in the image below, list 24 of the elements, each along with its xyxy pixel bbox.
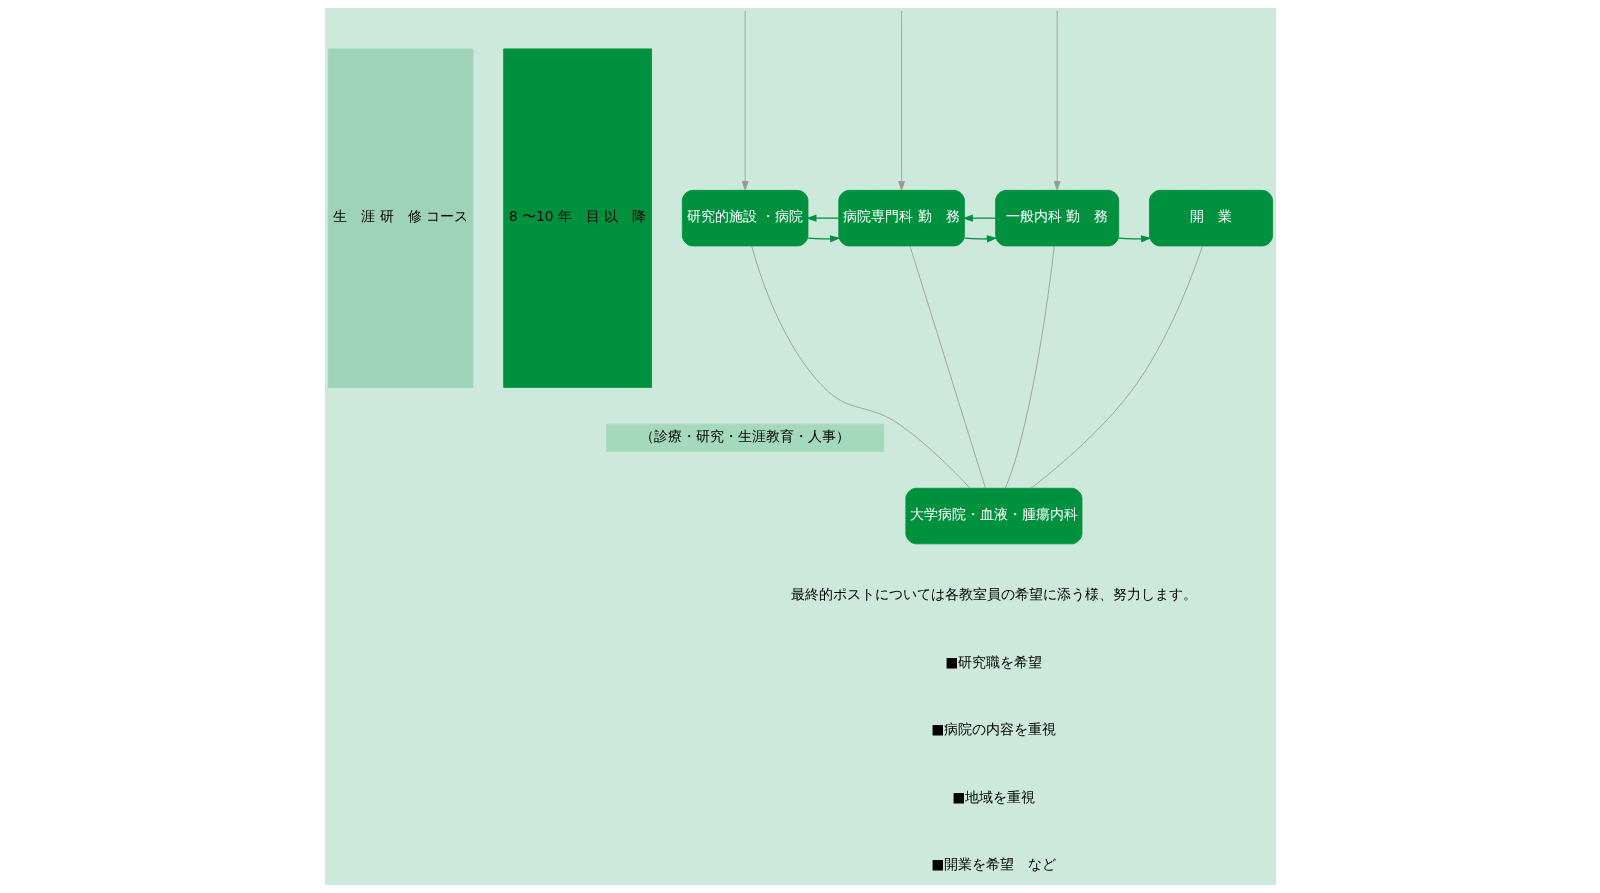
node-box: 一般内科 勤 務: [994, 189, 1119, 247]
label: ■地域を重視: [951, 788, 1035, 805]
node-box: 開 業: [1148, 189, 1273, 247]
arrow: [963, 235, 997, 243]
arrow: [805, 214, 839, 222]
arrow: [962, 214, 996, 222]
node-box: 8 〜10 年 目 以 降: [502, 48, 652, 388]
label: ■研究職を希望: [944, 653, 1042, 670]
arrow: [741, 11, 749, 191]
arrow: [806, 235, 840, 243]
node-box: （診療・研究・生涯教育・人事）: [605, 423, 884, 452]
label: ■病院の内容を重視: [930, 721, 1056, 738]
arrow: [1053, 11, 1061, 191]
node-box: 大学病院・血液・腫瘍内科: [904, 487, 1082, 545]
arrow: [1117, 235, 1151, 243]
connector: [1030, 245, 1203, 489]
node-box: 研究的施設 ・病院: [681, 189, 808, 247]
connector: [750, 245, 970, 489]
label: 最終的ポストについては各教室員の希望に添う様、努力します。: [790, 586, 1197, 603]
connector: [1004, 245, 1055, 489]
node-box: 病院専門科 勤 務: [837, 189, 965, 247]
label: ■開業を希望 など: [930, 856, 1056, 873]
node-box: 生 涯 研 修 コース: [327, 48, 473, 388]
connector: [909, 245, 986, 489]
